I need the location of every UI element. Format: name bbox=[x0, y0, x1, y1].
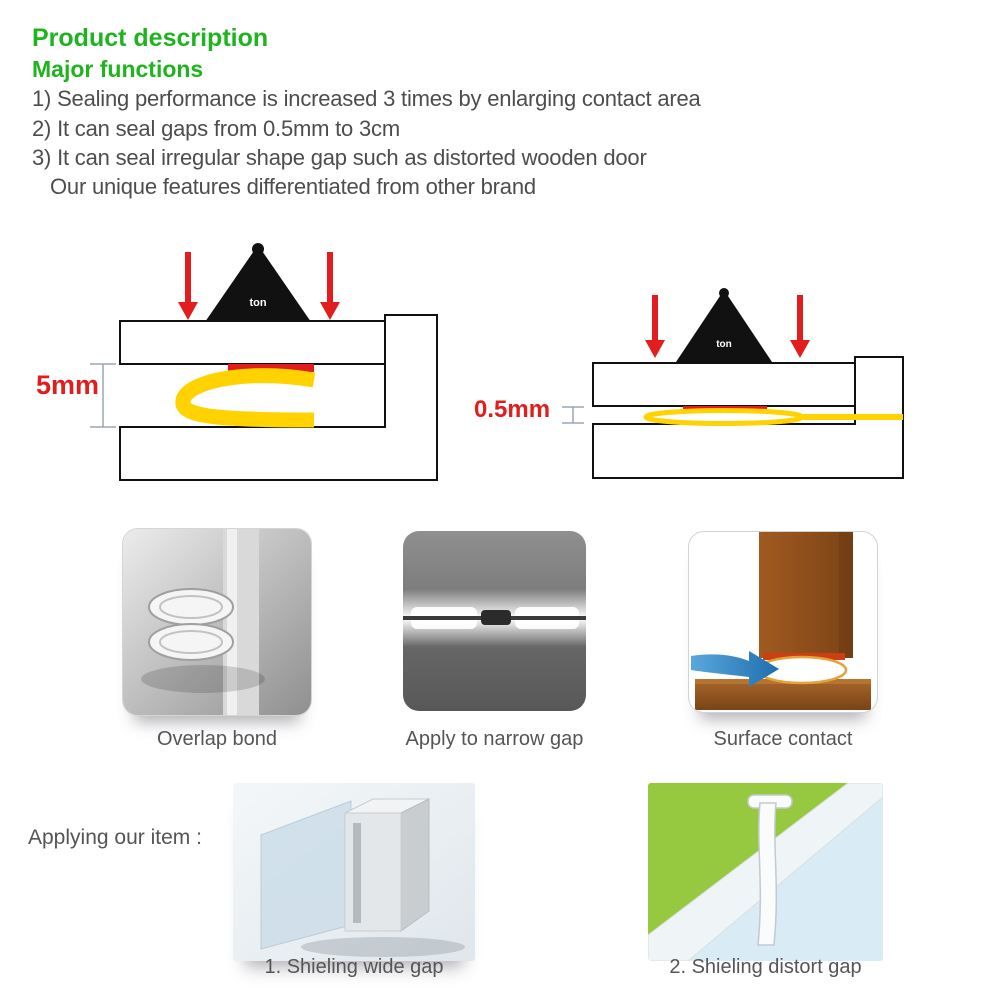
gap-label-5mm: 5mm bbox=[36, 370, 100, 400]
feature-photo-narrow-gap bbox=[403, 531, 586, 711]
gap-label-05mm: 0.5mm bbox=[474, 396, 551, 423]
narrow-gap-illustration bbox=[403, 531, 586, 711]
seal-profile-flattened bbox=[643, 408, 805, 426]
compression-diagram-5mm-svg: ton bbox=[90, 243, 438, 481]
compression-diagram-05mm: ton bbox=[460, 270, 920, 495]
gap-center-blob bbox=[481, 610, 511, 625]
weight-triangle-icon: ton bbox=[205, 243, 311, 322]
frame-panel bbox=[592, 356, 904, 479]
caption-distort-gap: 2. Shieling distort gap bbox=[669, 956, 862, 978]
compression-diagram-05mm-svg: ton bbox=[562, 288, 904, 479]
air-flow-arrow-icon bbox=[691, 651, 779, 687]
wood-threshold bbox=[695, 682, 871, 710]
frame-panel bbox=[119, 314, 438, 481]
seal-profile bbox=[175, 368, 316, 428]
weight-label: ton bbox=[249, 297, 266, 309]
seal-tubes bbox=[148, 588, 234, 661]
wood-door-block bbox=[759, 532, 853, 658]
caption-overlap-bond: Overlap bond bbox=[156, 728, 278, 750]
unique-note: Our unique features differentiated from … bbox=[50, 174, 536, 199]
feature-point-3: 3) It can seal irregular shape gap such … bbox=[32, 145, 647, 170]
seal-tail bbox=[798, 414, 903, 420]
distort-gap-illustration bbox=[648, 783, 883, 961]
application-image-distort-gap bbox=[648, 783, 883, 961]
down-arrow-icon bbox=[645, 295, 665, 358]
page-title: Product description bbox=[32, 24, 269, 52]
weight-triangle-icon: ton bbox=[676, 288, 772, 362]
seal-profile-3d bbox=[344, 798, 430, 932]
door-panel bbox=[592, 362, 856, 407]
wide-gap-illustration bbox=[233, 783, 475, 961]
caption-surface-contact: Surface contact bbox=[713, 728, 853, 750]
feature-point-2: 2) It can seal gaps from 0.5mm to 3cm bbox=[32, 116, 400, 141]
surface-contact-illustration bbox=[691, 532, 871, 710]
compression-diagram-5mm: ton bbox=[30, 240, 450, 495]
feature-photo-overlap-bond bbox=[122, 528, 312, 716]
caption-narrow-gap: Apply to narrow gap bbox=[405, 728, 584, 750]
weight-label: ton bbox=[716, 339, 732, 350]
application-image-wide-gap bbox=[233, 783, 475, 961]
caption-wide-gap: 1. Shieling wide gap bbox=[264, 956, 444, 978]
section-subtitle: Major functions bbox=[32, 56, 204, 82]
down-arrow-icon bbox=[320, 252, 340, 320]
down-arrow-icon bbox=[178, 252, 198, 320]
seal-strip bbox=[747, 794, 793, 946]
applying-label: Applying our item : bbox=[28, 826, 202, 849]
door-panel bbox=[119, 320, 386, 365]
down-arrow-icon bbox=[790, 295, 810, 358]
overlap-bond-illustration bbox=[123, 529, 311, 715]
feature-photo-surface-contact bbox=[688, 531, 878, 713]
gap-measure-bracket bbox=[90, 363, 116, 428]
gap-measure-bracket bbox=[562, 406, 584, 424]
feature-point-1: 1) Sealing performance is increased 3 ti… bbox=[32, 86, 701, 111]
